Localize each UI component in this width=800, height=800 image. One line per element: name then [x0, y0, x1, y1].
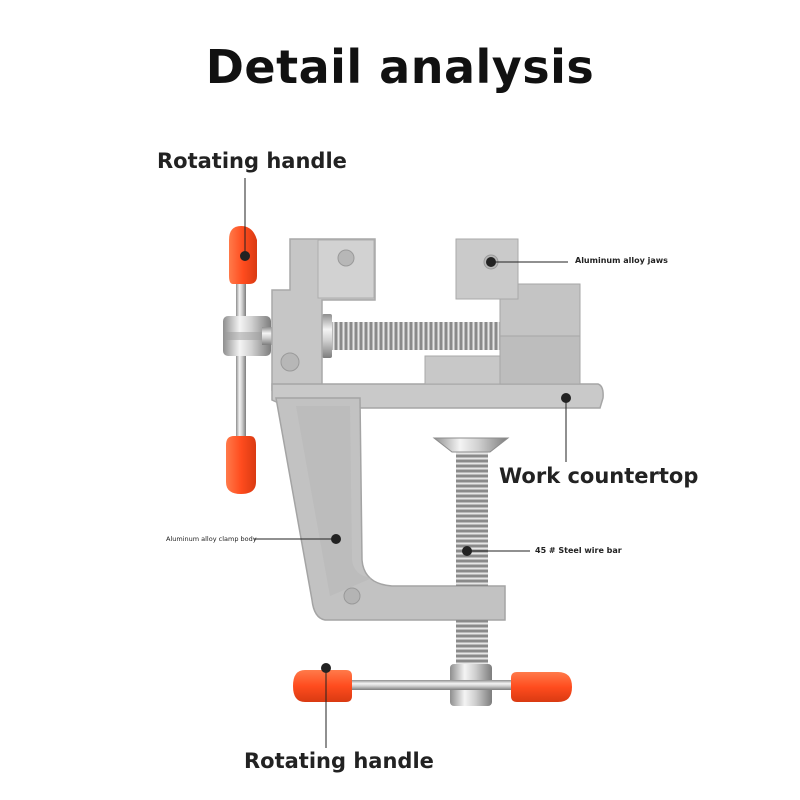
- handle-cap-icon: [511, 672, 572, 702]
- leader-handle-bottom: [321, 663, 331, 748]
- top-rotating-handle: [223, 226, 271, 494]
- label-rotating-handle-top: Rotating handle: [157, 149, 347, 173]
- page-title: Detail analysis: [205, 40, 595, 94]
- bottom-rotating-handle: [293, 670, 572, 702]
- leader-countertop: [561, 393, 571, 462]
- moving-jaw: [424, 238, 581, 385]
- label-aluminum-alloy-jaws: Aluminum alloy jaws: [575, 256, 668, 265]
- vertical-clamp-screw: [432, 437, 510, 706]
- label-rotating-handle-bottom: Rotating handle: [244, 749, 434, 773]
- annotations: [240, 178, 571, 748]
- label-steel-wire-bar: 45 # Steel wire bar: [535, 546, 622, 555]
- handle-cap-icon: [226, 436, 256, 494]
- handle-cap-icon: [293, 670, 352, 702]
- leader-steel-bar: [462, 546, 530, 556]
- label-work-countertop: Work countertop: [499, 464, 699, 488]
- leader-clamp-body: [254, 534, 341, 544]
- label-aluminum-alloy-clamp-body: Aluminum alloy clamp body: [166, 535, 257, 543]
- clamp-body: [271, 238, 604, 621]
- leader-jaws: [486, 257, 568, 267]
- leader-handle-top: [240, 178, 250, 261]
